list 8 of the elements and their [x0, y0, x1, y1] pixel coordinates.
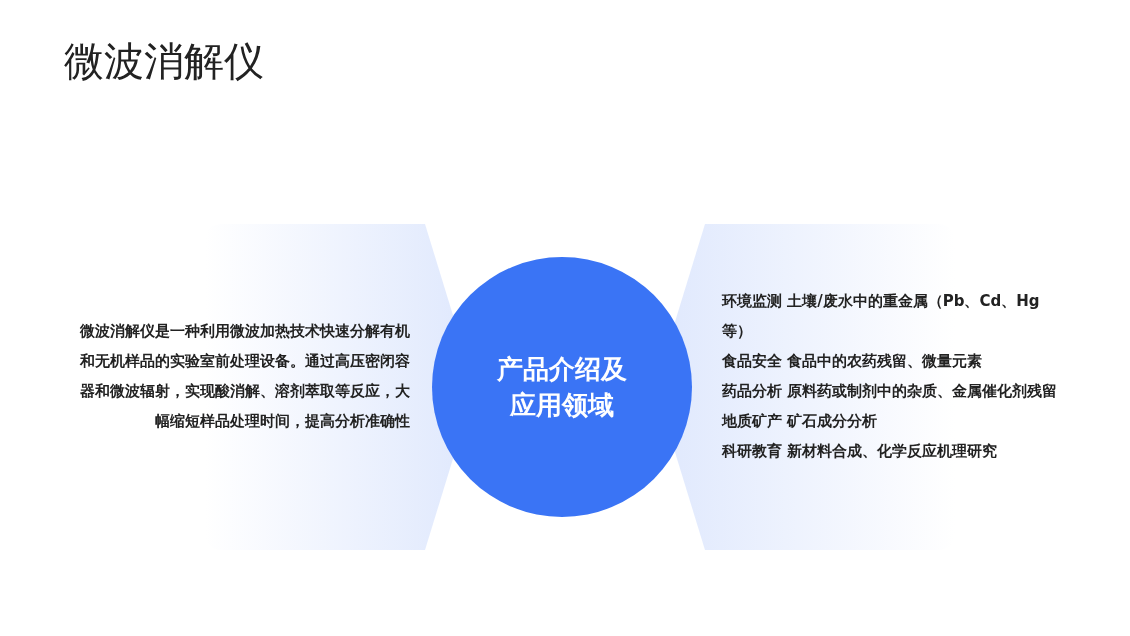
application-item: 药品分析 原料药或制剂中的杂质、金属催化剂残留	[722, 381, 1059, 402]
application-item: 地质矿产 矿石成分分析	[722, 411, 879, 432]
title: 微波消解仪	[64, 37, 264, 86]
application-item: 科研教育 新材料合成、化学反应机理研究	[722, 441, 999, 462]
description-text: 微波消解仪是一种利用微波加热技术快速分解有机和无机样品的实验室前处理设备。通过高压密闭容器和微波辐射，实现酸消解、溶剂萃取等反应，大幅缩短样品处理时间，提高分析准确性	[79, 321, 410, 432]
center-circle: 产品介绍及应用领域	[432, 257, 692, 517]
application-item: 环境监测 土壤/废水中的重金属（Pb、Cd、Hg等）	[722, 291, 1041, 342]
application-item: 食品安全 食品中的农药残留、微量元素	[722, 351, 984, 372]
